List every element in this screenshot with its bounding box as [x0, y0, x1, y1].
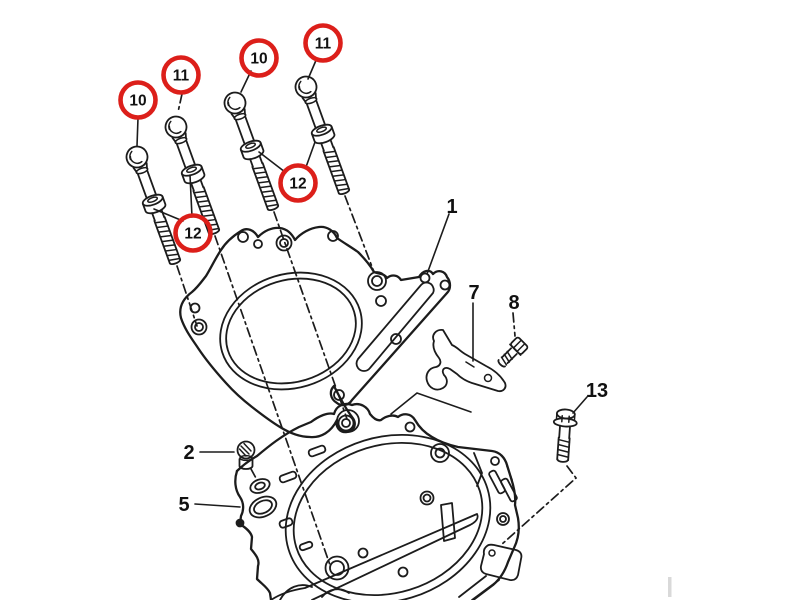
scan-artifact — [668, 577, 672, 597]
gasket-tunnel-cutout — [355, 281, 435, 372]
cylinder-deck-slots — [278, 444, 327, 552]
part-label-8[interactable]: 8 — [508, 292, 519, 314]
callout-10-mid[interactable]: 10 — [239, 38, 279, 78]
part-head-bolt-11-a — [161, 112, 226, 238]
callout-number: 10 — [250, 51, 267, 68]
callout-12-lower[interactable]: 12 — [173, 213, 213, 253]
callout-number: 12 — [184, 226, 201, 243]
callout-ring — [278, 163, 318, 203]
callout-number: 11 — [315, 36, 332, 53]
part-dowel-2 — [236, 440, 256, 470]
part-labels-group: 1 2 5 7 8 13 — [178, 196, 608, 516]
part-cable-guide-bracket — [390, 329, 507, 415]
callouts-group: 10 11 10 11 12 12 — [118, 23, 343, 253]
projection-lines — [176, 93, 578, 566]
callout-ring — [118, 80, 158, 120]
callout-11-right[interactable]: 11 — [303, 23, 343, 63]
part-bolt-8 — [497, 336, 529, 368]
cylinder-holes — [235, 409, 510, 581]
part-label-1[interactable]: 1 — [446, 196, 457, 218]
part-label-5[interactable]: 5 — [178, 494, 189, 516]
callout-ring — [173, 213, 213, 253]
part-label-7[interactable]: 7 — [468, 282, 479, 304]
callout-12-upper[interactable]: 12 — [278, 163, 318, 203]
gasket-bore — [219, 271, 363, 391]
callout-ring — [161, 55, 201, 95]
callout-11-left[interactable]: 11 — [161, 55, 201, 95]
callout-number: 12 — [289, 176, 306, 193]
callout-number: 11 — [173, 68, 190, 85]
gasket-holes — [189, 230, 451, 432]
part-cylinder — [234, 402, 523, 600]
part-cylinder-head-gasket — [179, 225, 452, 439]
part-bolt-13 — [552, 408, 578, 463]
leader-lines — [136, 57, 588, 508]
callout-10-left[interactable]: 10 — [118, 80, 158, 120]
part-head-bolt-10-b — [220, 88, 285, 214]
part-head-bolt-10-a — [122, 142, 187, 268]
part-label-2[interactable]: 2 — [183, 442, 194, 464]
head-bolts-group — [122, 72, 356, 268]
part-label-13[interactable]: 13 — [586, 380, 608, 402]
cylinder-bore — [284, 433, 492, 600]
callout-number: 10 — [129, 93, 146, 110]
callout-ring — [303, 23, 343, 63]
callout-ring — [239, 38, 279, 78]
